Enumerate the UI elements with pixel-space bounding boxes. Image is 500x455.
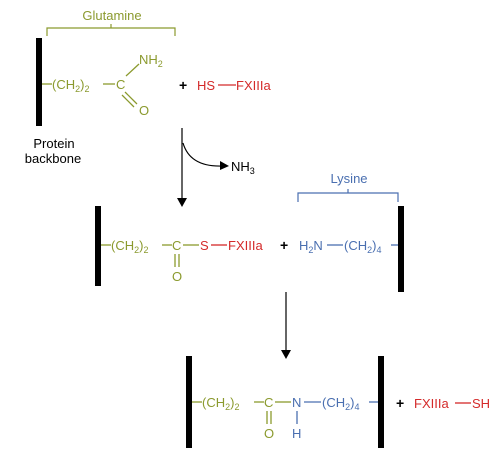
arrow-step2-to-step3 (281, 292, 291, 359)
intermediate-oxygen: O (172, 269, 182, 284)
hs-group: HS (197, 78, 215, 93)
fxiiia-enzyme-2: FXIIIa (228, 238, 263, 253)
regenerated-sh-group: SH (472, 396, 490, 411)
protein-backbone-bar-2 (95, 206, 101, 286)
lysine-label: Lysine (330, 171, 367, 186)
isopeptide-nitrogen: N (292, 395, 301, 410)
product-ch2-group: (CH2)2 (202, 395, 239, 412)
step1-reactants: Glutamine Protein backbone (CH2)2 C NH2 … (25, 8, 272, 166)
product-oxygen: O (264, 426, 274, 441)
step2-intermediate: (CH2)2 C O S FXIIIa + Lysine H2N (CH2)4 (95, 171, 404, 292)
protein-backbone-label-line2: backbone (25, 151, 81, 166)
ammonia-byproduct: NH3 (231, 159, 255, 176)
step3-products: (CH2)2 C O N H (CH2)4 + FXIIIa SH (186, 356, 490, 448)
thioester-sulfur: S (200, 238, 209, 253)
glutamine-oxygen: O (139, 103, 149, 118)
product-carbon: C (264, 395, 273, 410)
protein-backbone-bar-4 (186, 356, 192, 448)
glutamine-label: Glutamine (82, 8, 141, 23)
intermediate-carbon: C (172, 238, 181, 253)
arrow-step1-to-step2: NH3 (177, 128, 255, 207)
glutamine-carbon: C (116, 77, 125, 92)
glutamine-ch2-group: (CH2)2 (52, 77, 89, 94)
protein-backbone-bar-1 (36, 38, 42, 126)
protein-backbone-bar-3 (398, 206, 404, 292)
plus-sign-1: + (179, 77, 187, 93)
plus-sign-2: + (280, 237, 288, 253)
protein-backbone-label-line1: Protein (33, 136, 74, 151)
intermediate-ch2-group: (CH2)2 (111, 238, 148, 255)
fxiiia-enzyme-3: FXIIIa (414, 396, 449, 411)
lysine-amine: H2N (299, 238, 323, 255)
protein-backbone-bar-5 (378, 356, 384, 448)
lysine-ch2-group: (CH2)4 (344, 238, 381, 255)
fxiiia-enzyme-1: FXIIIa (236, 78, 271, 93)
glutamine-bracket: Glutamine (46, 8, 176, 36)
isopeptide-hydrogen: H (292, 426, 301, 441)
glutamine-amine: NH2 (139, 52, 163, 69)
lysine-bracket: Lysine (297, 171, 399, 202)
plus-sign-3: + (396, 395, 404, 411)
product-lysine-ch2-group: (CH2)4 (322, 395, 359, 412)
